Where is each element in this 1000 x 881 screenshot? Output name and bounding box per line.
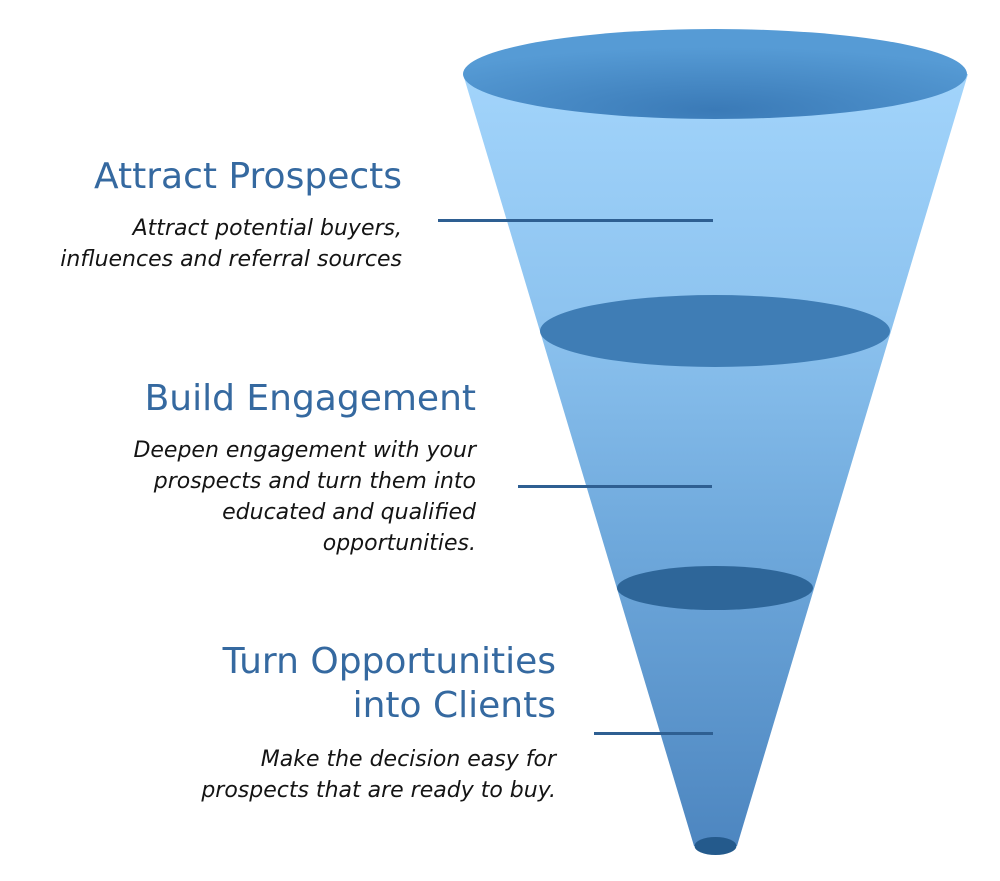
stage-description: Attract potential buyers, influences and… bbox=[60, 216, 402, 272]
stage-description: Make the decision easy for prospects tha… bbox=[201, 747, 556, 803]
stage-turn-opportunities-into-clients: Turn Opportunities into Clients Make the… bbox=[116, 640, 556, 806]
funnel-top-rim bbox=[463, 29, 967, 119]
connector-line-1 bbox=[438, 219, 713, 222]
stage-title: Turn Opportunities into Clients bbox=[222, 641, 556, 726]
stage-attract-prospects: Attract Prospects Attract potential buye… bbox=[0, 155, 402, 275]
connector-line-3 bbox=[594, 732, 713, 735]
stage-title: Attract Prospects bbox=[94, 156, 402, 197]
funnel-cone bbox=[463, 74, 968, 846]
funnel-bottom-tip bbox=[694, 837, 737, 855]
funnel-stage-divider-2 bbox=[617, 566, 813, 610]
stage-build-engagement: Build Engagement Deepen engagement with … bbox=[56, 377, 476, 559]
stage-description: Deepen engagement with your prospects an… bbox=[133, 438, 476, 556]
stage-title: Build Engagement bbox=[144, 378, 476, 419]
funnel-stage-divider-1 bbox=[540, 295, 890, 367]
connector-line-2 bbox=[518, 485, 712, 488]
